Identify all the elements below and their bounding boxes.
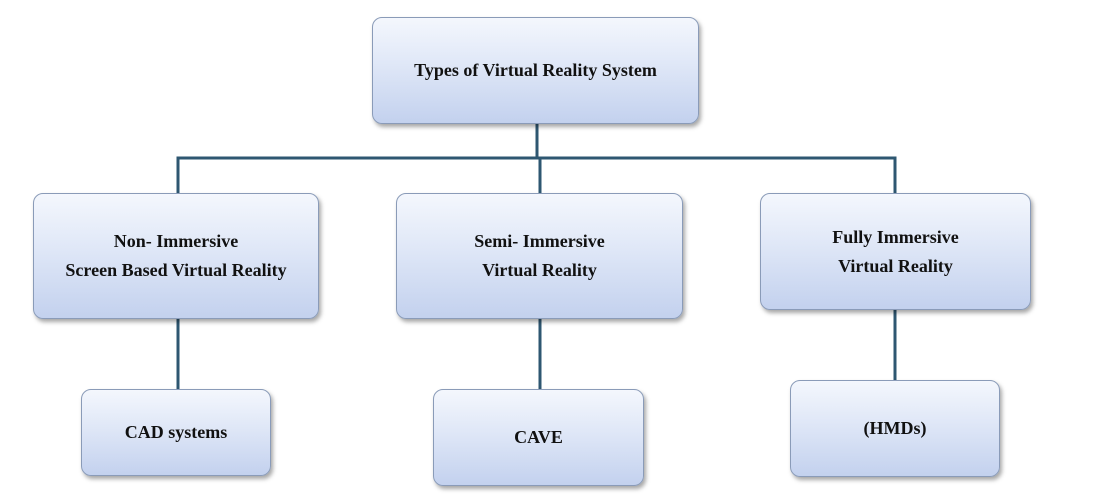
cave-node: CAVE — [433, 389, 644, 486]
semi-immersive-title: Semi- Immersive — [474, 231, 605, 252]
fully-immersive-subtitle: Virtual Reality — [838, 255, 953, 276]
fully-immersive-node: Fully Immersive Virtual Reality — [760, 193, 1031, 310]
cave-label: CAVE — [514, 427, 563, 448]
cad-systems-node: CAD systems — [81, 389, 271, 476]
cad-systems-label: CAD systems — [124, 422, 228, 443]
root-node: Types of Virtual Reality System — [372, 17, 699, 124]
hmds-label: (HMDs) — [863, 418, 927, 439]
semi-immersive-node: Semi- Immersive Virtual Reality — [396, 193, 683, 319]
non-immersive-title: Non- Immersive — [113, 231, 239, 252]
hmds-node: (HMDs) — [790, 380, 1000, 477]
root-label: Types of Virtual Reality System — [414, 60, 657, 81]
fully-immersive-title: Fully Immersive — [832, 226, 959, 247]
semi-immersive-subtitle: Virtual Reality — [482, 260, 597, 280]
non-immersive-subtitle: Screen Based Virtual Reality — [65, 260, 287, 280]
non-immersive-node: Non- Immersive Screen Based Virtual Real… — [33, 193, 319, 319]
